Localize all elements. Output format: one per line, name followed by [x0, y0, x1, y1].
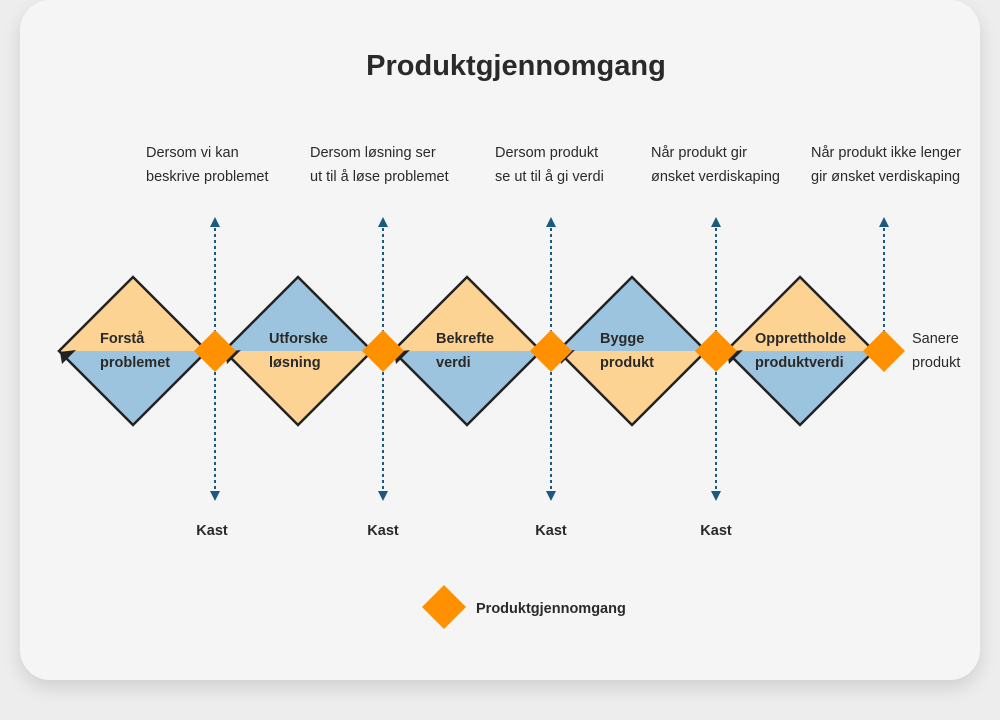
discard-label-1: Kast — [196, 523, 228, 539]
phase-diamond-1 — [57, 275, 209, 427]
phase-4-line2: produkt — [600, 355, 654, 371]
condition-3-line2: se ut til å gi verdi — [495, 169, 604, 185]
phase-2-line1: Utforske — [269, 331, 328, 347]
phase-1-line2: problemet — [100, 355, 170, 371]
discard-label-2: Kast — [367, 523, 399, 539]
phase-5-line2: produktverdi — [755, 355, 844, 371]
phase-labels: Forstå problemet Utforske løsning Bekref… — [100, 331, 846, 371]
flow-arrow-1 — [60, 350, 76, 364]
phase-diamond-2 — [222, 275, 374, 427]
phase-1-line1: Forstå — [100, 331, 145, 347]
review-diamond-2 — [362, 330, 404, 372]
phase-diamond-5 — [724, 275, 876, 427]
phase-diamonds — [57, 275, 876, 427]
phase-5-line1: Opprettholde — [755, 331, 846, 347]
condition-3-line1: Dersom produkt — [495, 145, 598, 161]
condition-5-line2: gir ønsket verdiskaping — [811, 169, 960, 185]
review-diamond-5 — [863, 330, 905, 372]
phase-2-line2: løsning — [269, 355, 321, 371]
phase-diamond-3 — [391, 275, 543, 427]
legend-label: Produktgjennomgang — [476, 601, 626, 617]
phase-diamond-4 — [556, 275, 708, 427]
condition-1-line2: beskrive problemet — [146, 169, 269, 185]
legend-diamond-icon — [422, 585, 466, 629]
condition-2-line1: Dersom løsning ser — [310, 145, 436, 161]
legend: Produktgjennomgang — [422, 585, 626, 629]
phase-3-line1: Bekrefte — [436, 331, 494, 347]
condition-1-line1: Dersom vi kan — [146, 145, 239, 161]
review-diamond-1 — [194, 330, 236, 372]
end-label-line2: produkt — [912, 355, 960, 371]
condition-5-line1: Når produkt ikke lenger — [811, 145, 961, 161]
condition-2-line2: ut til å løse problemet — [310, 169, 449, 185]
decision-lines — [210, 217, 889, 501]
page-title: Produktgjennomgang — [366, 50, 666, 82]
phase-4-line1: Bygge — [600, 331, 644, 347]
end-label-line1: Sanere — [912, 331, 959, 347]
phase-3-line2: verdi — [436, 355, 471, 371]
condition-4-line1: Når produkt gir — [651, 145, 747, 161]
review-diamond-4 — [695, 330, 737, 372]
condition-labels: Dersom vi kan beskrive problemet Dersom … — [146, 145, 961, 185]
review-diamond-3 — [530, 330, 572, 372]
discard-labels: Kast Kast Kast Kast — [196, 523, 732, 539]
discard-label-3: Kast — [535, 523, 567, 539]
discard-label-4: Kast — [700, 523, 732, 539]
review-diamonds — [194, 330, 905, 372]
condition-4-line2: ønsket verdiskaping — [651, 169, 780, 185]
